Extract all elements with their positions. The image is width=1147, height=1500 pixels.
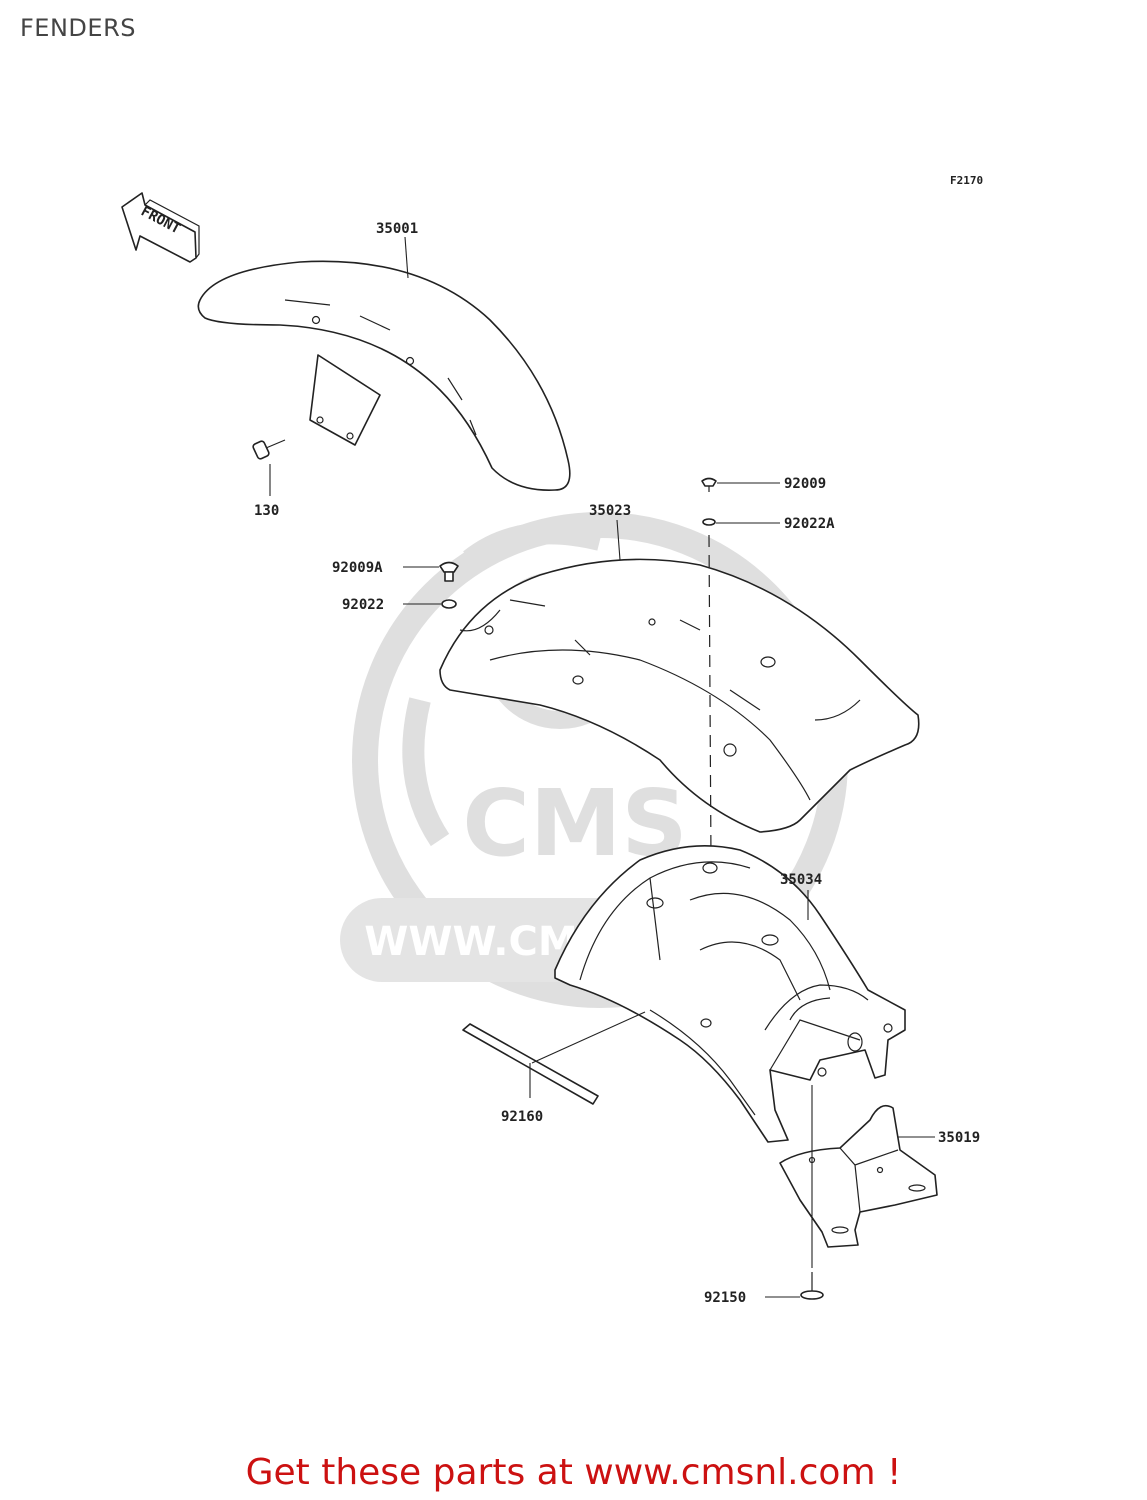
license-bracket-contours	[799, 1147, 899, 1233]
front-fender-stay	[309, 354, 381, 446]
rear-fender-hole	[484, 625, 494, 635]
license-bracket-hole	[876, 1166, 884, 1174]
part-label-130: 130	[254, 503, 279, 519]
bolt-head	[800, 1290, 824, 1300]
rear-fender-hole	[648, 618, 656, 626]
front-fender-hole	[311, 315, 321, 325]
rear-fender	[439, 558, 920, 833]
screw-92009a	[439, 561, 459, 582]
license-bracket-body	[779, 1104, 938, 1248]
part-label-92009a: 92009A	[332, 560, 383, 576]
watermark-figure	[402, 522, 603, 847]
part-label-35001: 35001	[376, 221, 418, 237]
rear-fender-body	[439, 558, 920, 833]
promo-banner[interactable]: Get these parts at www.cmsnl.com !	[245, 1452, 902, 1493]
rear-fender-hole	[760, 656, 776, 668]
part-label-92150: 92150	[704, 1290, 746, 1306]
screw-head	[439, 561, 459, 573]
screw-92009	[701, 477, 717, 492]
front-fender-body	[197, 260, 571, 491]
rear-fender-hole	[572, 675, 584, 685]
leader-35001	[404, 236, 409, 279]
rear-fender-hole	[723, 743, 737, 757]
bolt-shank	[265, 439, 286, 449]
part-label-35019: 35019	[938, 1130, 980, 1146]
leader-35023	[616, 519, 621, 561]
rear-fender-contours	[459, 599, 861, 801]
front-arrow-shadow	[144, 199, 200, 259]
bolt-head	[252, 440, 270, 460]
inner-fender-body	[554, 844, 906, 1143]
front-direction-arrow: FRONT	[121, 192, 200, 263]
alignment-line	[708, 534, 712, 861]
inner-fender-hole	[700, 1018, 712, 1028]
part-label-92160: 92160	[501, 1109, 543, 1125]
front-fender	[197, 260, 571, 491]
inner-fender-hole	[883, 1023, 893, 1033]
front-fender-stay-hole	[346, 432, 354, 440]
washer-92022a	[702, 518, 716, 526]
screw-head	[701, 477, 717, 487]
part-labels: 35001 130 35023 92009 92022A 92009A 9202…	[254, 221, 980, 1306]
part-label-92022a: 92022A	[784, 516, 835, 532]
front-fender-contours	[284, 299, 477, 436]
part-label-92022: 92022	[342, 597, 384, 613]
leader-92160-b	[531, 1011, 646, 1064]
part-label-35023: 35023	[589, 503, 631, 519]
inner-fender	[554, 844, 906, 1143]
inner-fender-hole	[761, 934, 779, 946]
license-bracket-slot	[908, 1184, 926, 1192]
bolt-92150	[800, 1272, 824, 1300]
front-fender-hole	[405, 356, 415, 366]
washer-92022	[441, 599, 457, 609]
inner-fender-hole	[646, 897, 664, 909]
page-title: FENDERS	[20, 14, 136, 42]
license-bracket-slot	[831, 1226, 849, 1234]
part-label-35034: 35034	[780, 872, 822, 888]
bolt-130	[252, 439, 286, 460]
inner-fender-hole	[817, 1067, 827, 1077]
leader-lines	[269, 236, 935, 1298]
inner-fender-hole	[702, 862, 718, 874]
inner-fender-hole	[847, 1032, 863, 1052]
license-bracket	[779, 1104, 938, 1248]
screw-shank	[444, 571, 454, 582]
figure-code: F2170	[950, 174, 983, 187]
front-fender-stay-hole	[316, 416, 324, 424]
inner-fender-contours	[579, 861, 869, 1116]
part-label-92009: 92009	[784, 476, 826, 492]
